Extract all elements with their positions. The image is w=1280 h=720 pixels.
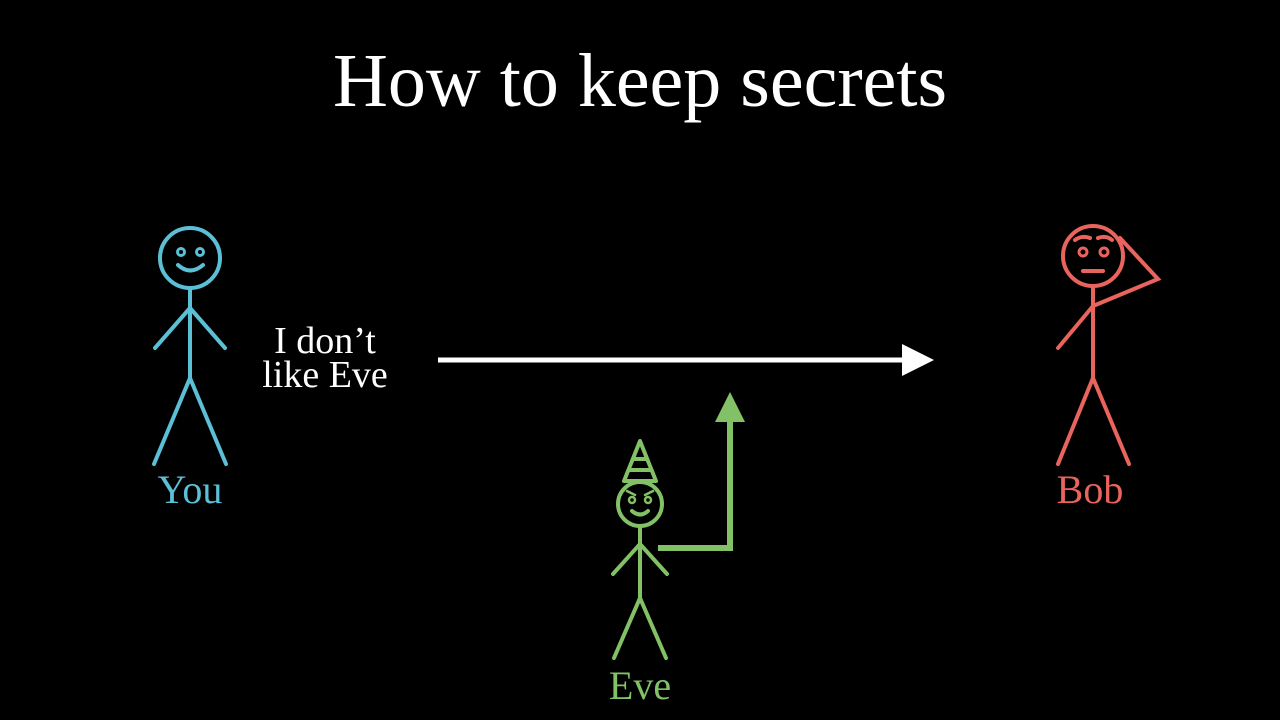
bob-figure [1056, 224, 1162, 466]
you-label: You [157, 467, 223, 512]
eve-arrow [658, 392, 745, 551]
eve-figure [611, 439, 669, 660]
title: How to keep secrets [332, 39, 948, 123]
you-figure [152, 226, 228, 466]
message-line-2: like Eve [262, 354, 388, 396]
bob-label: Bob [1056, 467, 1124, 512]
eve-label: Eve [608, 663, 672, 708]
message-arrow [438, 344, 934, 376]
message-text: I don’t like Eve [240, 320, 410, 396]
message-line-1: I don’t [274, 320, 376, 362]
